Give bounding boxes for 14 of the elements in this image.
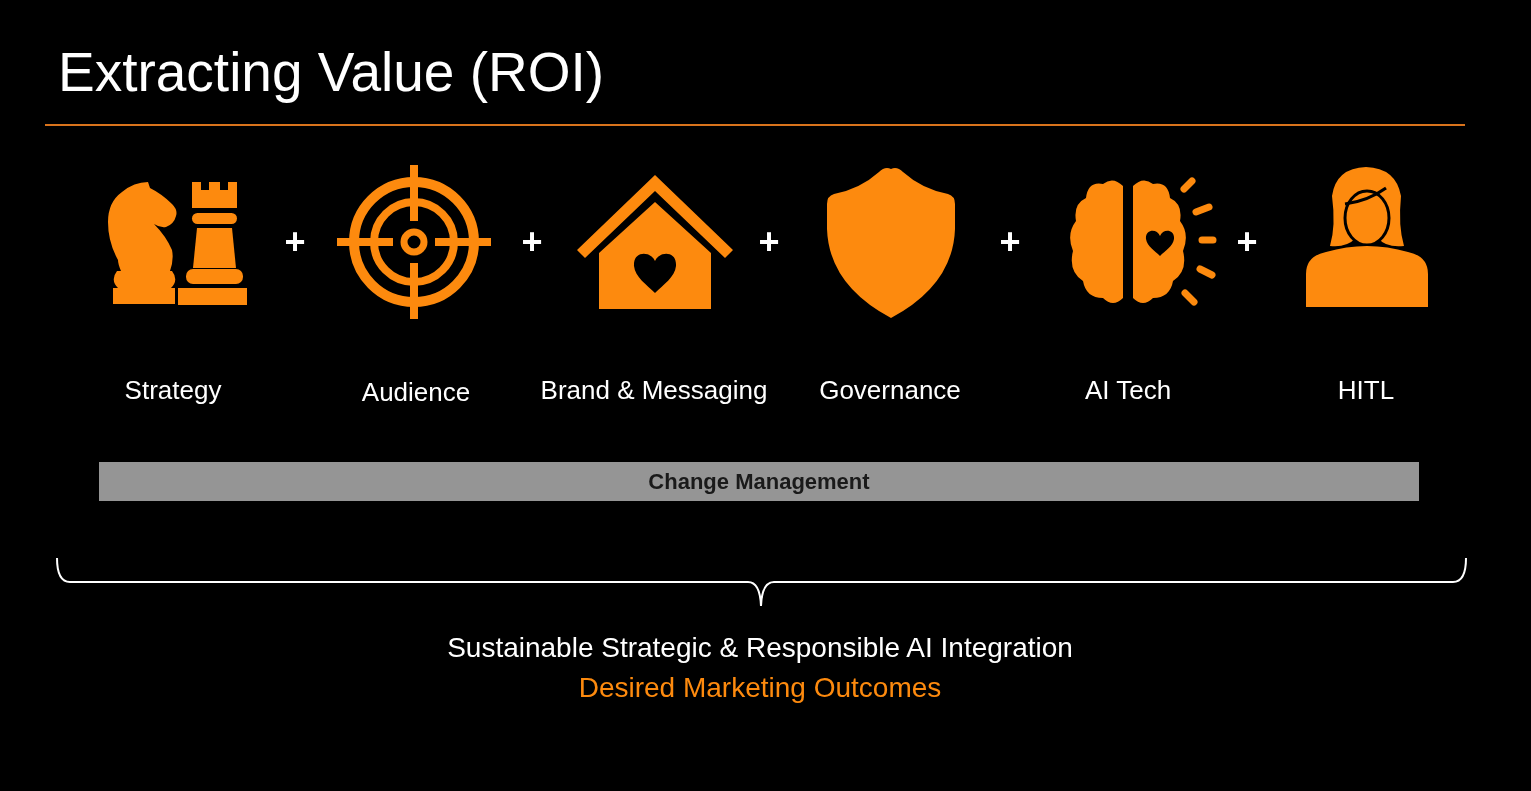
outcome-text: Desired Marketing Outcomes bbox=[578, 673, 942, 703]
icon-caption: Governance bbox=[819, 376, 961, 404]
icon-caption: AI Tech bbox=[1084, 376, 1172, 404]
icon-caption: Strategy bbox=[124, 376, 222, 404]
plus-sign: + bbox=[999, 223, 1021, 261]
icon-caption: Brand & Messaging bbox=[540, 376, 768, 404]
summary-text: Sustainable Strategic & Responsible AI Integration bbox=[447, 633, 1073, 663]
plus-sign: + bbox=[758, 223, 780, 261]
plus-sign: + bbox=[284, 223, 306, 261]
plus-sign: + bbox=[1236, 223, 1258, 261]
icon-caption: HITL bbox=[1337, 376, 1395, 404]
icon-caption: Audience bbox=[361, 378, 471, 406]
banner-bar: Change Management bbox=[99, 462, 1419, 501]
plus-sign: + bbox=[521, 223, 543, 261]
